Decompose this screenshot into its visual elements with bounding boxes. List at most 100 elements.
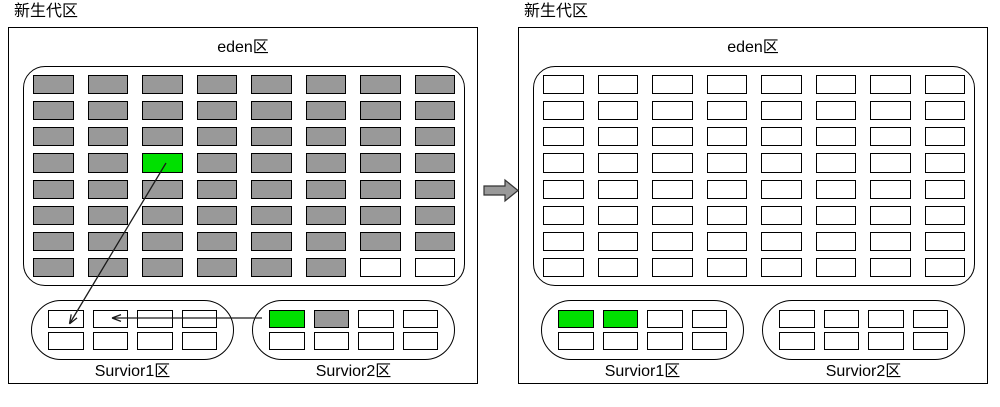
eden-after-cell-r5c5 [761, 179, 802, 199]
eden-before-cell-r3c6 [305, 127, 346, 147]
survivor2-after-cell-r1c2 [823, 310, 859, 328]
eden-before-cell-r4c8 [414, 153, 455, 173]
eden-region-after [533, 66, 975, 286]
eden-before-cell-r4c6 [305, 153, 346, 173]
eden-before-cell-r4c3 [142, 153, 183, 173]
eden-before-cell-r7c6 [305, 231, 346, 251]
survivor2-before-cell-r1c1 [269, 310, 305, 328]
eden-after-cell-r4c6 [815, 153, 856, 173]
eden-before-cell-r1c1 [33, 75, 74, 95]
eden-before-cell-r8c5 [251, 257, 292, 277]
eden-before-cell-r8c6 [305, 257, 346, 277]
survivor1-before-cell-r1c1 [48, 310, 84, 328]
eden-after-cell-r3c2 [597, 127, 638, 147]
eden-after-cell-r7c4 [706, 231, 747, 251]
eden-after-cell-r5c8 [924, 179, 965, 199]
eden-after-cell-r3c7 [870, 127, 911, 147]
survivor1-cell-grid-before [48, 310, 217, 350]
eden-before-cell-r5c4 [196, 179, 237, 199]
survivor2-cell-grid-after [779, 310, 948, 350]
survivor2-after-cell-r1c1 [779, 310, 815, 328]
eden-before-cell-r5c3 [142, 179, 183, 199]
survivor2-before-cell-r1c2 [313, 310, 349, 328]
eden-after-cell-r1c1 [543, 75, 584, 95]
eden-before-cell-r8c2 [87, 257, 128, 277]
young-generation-title-right: 新生代区 [524, 3, 589, 20]
eden-before-cell-r1c8 [414, 75, 455, 95]
eden-before-cell-r1c7 [360, 75, 401, 95]
survivor1-after-cell-r2c2 [602, 332, 638, 350]
eden-before-cell-r4c2 [87, 153, 128, 173]
survivor1-after-cell-r2c1 [558, 332, 594, 350]
eden-before-cell-r2c7 [360, 101, 401, 121]
eden-after-cell-r8c1 [543, 257, 584, 277]
eden-after-cell-r2c3 [652, 101, 693, 121]
survivor1-after-cell-r2c3 [647, 332, 683, 350]
survivor1-label-left: Survior1区 [94, 363, 171, 380]
eden-before-cell-r8c8 [414, 257, 455, 277]
eden-label-left: eden区 [217, 39, 269, 56]
eden-after-cell-r6c1 [543, 205, 584, 225]
eden-after-cell-r4c3 [652, 153, 693, 173]
survivor1-before-cell-r1c3 [137, 310, 173, 328]
eden-after-cell-r4c1 [543, 153, 584, 173]
eden-before-cell-r3c7 [360, 127, 401, 147]
survivor1-cell-grid-after [558, 310, 727, 350]
eden-after-cell-r7c1 [543, 231, 584, 251]
survivor2-before-cell-r1c3 [358, 310, 394, 328]
survivor2-after-cell-r2c1 [779, 332, 815, 350]
eden-before-cell-r5c5 [251, 179, 292, 199]
eden-before-cell-r3c2 [87, 127, 128, 147]
survivor1-before-cell-r2c2 [92, 332, 128, 350]
eden-before-cell-r7c2 [87, 231, 128, 251]
eden-after-cell-r5c7 [870, 179, 911, 199]
survivor2-cell-grid-before [269, 310, 438, 350]
eden-before-cell-r6c6 [305, 205, 346, 225]
survivor1-before-cell-r1c4 [181, 310, 217, 328]
eden-before-cell-r2c8 [414, 101, 455, 121]
survivor2-after-cell-r2c4 [912, 332, 948, 350]
survivor1-after-cell-r2c4 [691, 332, 727, 350]
eden-after-cell-r8c8 [924, 257, 965, 277]
eden-after-cell-r3c1 [543, 127, 584, 147]
survivor2-before-cell-r2c1 [269, 332, 305, 350]
eden-after-cell-r1c4 [706, 75, 747, 95]
survivor2-label-left: Survior2区 [315, 363, 392, 380]
eden-before-cell-r4c7 [360, 153, 401, 173]
survivor1-after-cell-r1c3 [647, 310, 683, 328]
survivor1-region-after [541, 300, 744, 360]
eden-cell-grid-before [33, 75, 455, 277]
eden-before-cell-r8c7 [360, 257, 401, 277]
eden-after-cell-r8c7 [870, 257, 911, 277]
eden-after-cell-r7c2 [597, 231, 638, 251]
eden-after-cell-r3c3 [652, 127, 693, 147]
survivor2-region-before [252, 300, 455, 360]
eden-before-cell-r5c1 [33, 179, 74, 199]
eden-before-cell-r7c7 [360, 231, 401, 251]
eden-after-cell-r7c5 [761, 231, 802, 251]
survivor2-after-cell-r1c4 [912, 310, 948, 328]
survivor2-before-cell-r2c2 [313, 332, 349, 350]
eden-before-cell-r5c8 [414, 179, 455, 199]
eden-after-cell-r1c6 [815, 75, 856, 95]
survivor2-after-cell-r2c3 [868, 332, 904, 350]
eden-region-before [23, 66, 465, 286]
eden-before-cell-r3c1 [33, 127, 74, 147]
eden-before-cell-r2c2 [87, 101, 128, 121]
eden-before-cell-r2c4 [196, 101, 237, 121]
eden-after-cell-r3c4 [706, 127, 747, 147]
eden-before-cell-r3c3 [142, 127, 183, 147]
survivor1-after-cell-r1c1 [558, 310, 594, 328]
eden-before-cell-r1c5 [251, 75, 292, 95]
eden-before-cell-r1c4 [196, 75, 237, 95]
eden-after-cell-r3c6 [815, 127, 856, 147]
eden-after-cell-r8c6 [815, 257, 856, 277]
eden-cell-grid-after [543, 75, 965, 277]
survivor2-region-after [762, 300, 965, 360]
eden-after-cell-r8c5 [761, 257, 802, 277]
eden-before-cell-r8c4 [196, 257, 237, 277]
eden-after-cell-r6c2 [597, 205, 638, 225]
eden-before-cell-r6c2 [87, 205, 128, 225]
survivor2-before-cell-r2c3 [358, 332, 394, 350]
